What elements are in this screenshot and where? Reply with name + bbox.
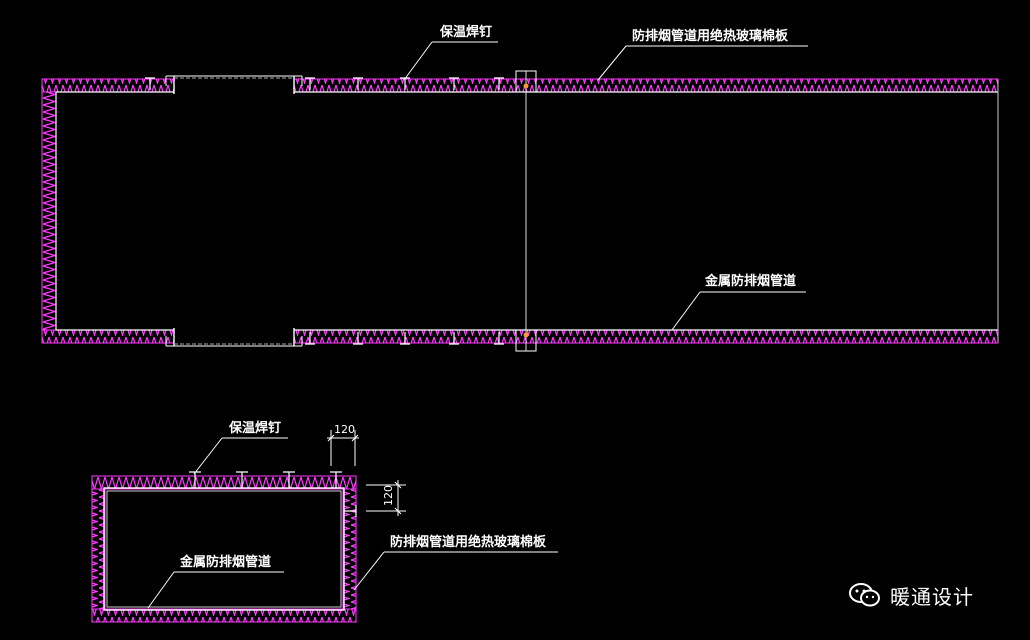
duct-elevation: 保温焊钉 防排烟管道用绝热玻璃棉板 金属防排烟管道 <box>41 24 999 352</box>
svg-text:保温焊钉: 保温焊钉 <box>439 24 492 40</box>
watermark-text: 暖通设计 <box>890 584 974 609</box>
bottom-insulation <box>41 329 999 344</box>
duct-cross-section: 120 120 保温焊钉 防排烟管道用绝热玻璃棉板 金属防排烟管道 <box>91 420 558 623</box>
svg-text:防排烟管道用绝热玻璃棉板: 防排烟管道用绝热玻璃棉板 <box>390 534 547 550</box>
flange-joint <box>515 70 537 352</box>
label-duct-top: 金属防排烟管道 <box>671 273 806 331</box>
svg-text:120: 120 <box>382 485 395 506</box>
wechat-icon <box>849 583 880 607</box>
label-board-section: 防排烟管道用绝热玻璃棉板 <box>353 534 558 591</box>
section-metal-duct <box>103 487 345 611</box>
section-nails <box>189 471 357 517</box>
end-insulation <box>41 91 57 331</box>
svg-text:金属防排烟管道: 金属防排烟管道 <box>704 273 796 289</box>
svg-text:防排烟管道用绝热玻璃棉板: 防排烟管道用绝热玻璃棉板 <box>632 28 789 44</box>
insulation-nails-bottom <box>305 332 504 345</box>
dim-pin-spacing: 120 <box>327 423 359 466</box>
label-nail-top: 保温焊钉 <box>403 24 498 81</box>
svg-text:保温焊钉: 保温焊钉 <box>228 420 281 436</box>
dim-edge-spacing: 120 <box>366 480 406 516</box>
opening-frame <box>165 75 303 347</box>
svg-text:金属防排烟管道: 金属防排烟管道 <box>179 554 271 570</box>
watermark: 暖通设计 <box>848 580 974 610</box>
label-board-top: 防排烟管道用绝热玻璃棉板 <box>597 28 808 81</box>
svg-text:120: 120 <box>334 423 355 436</box>
insulation-nails-top <box>145 77 504 90</box>
section-insulation <box>91 475 357 623</box>
metal-duct-outline <box>55 80 999 342</box>
top-insulation <box>41 78 999 93</box>
label-nail-section: 保温焊钉 <box>193 420 288 475</box>
label-duct-section: 金属防排烟管道 <box>147 554 284 609</box>
